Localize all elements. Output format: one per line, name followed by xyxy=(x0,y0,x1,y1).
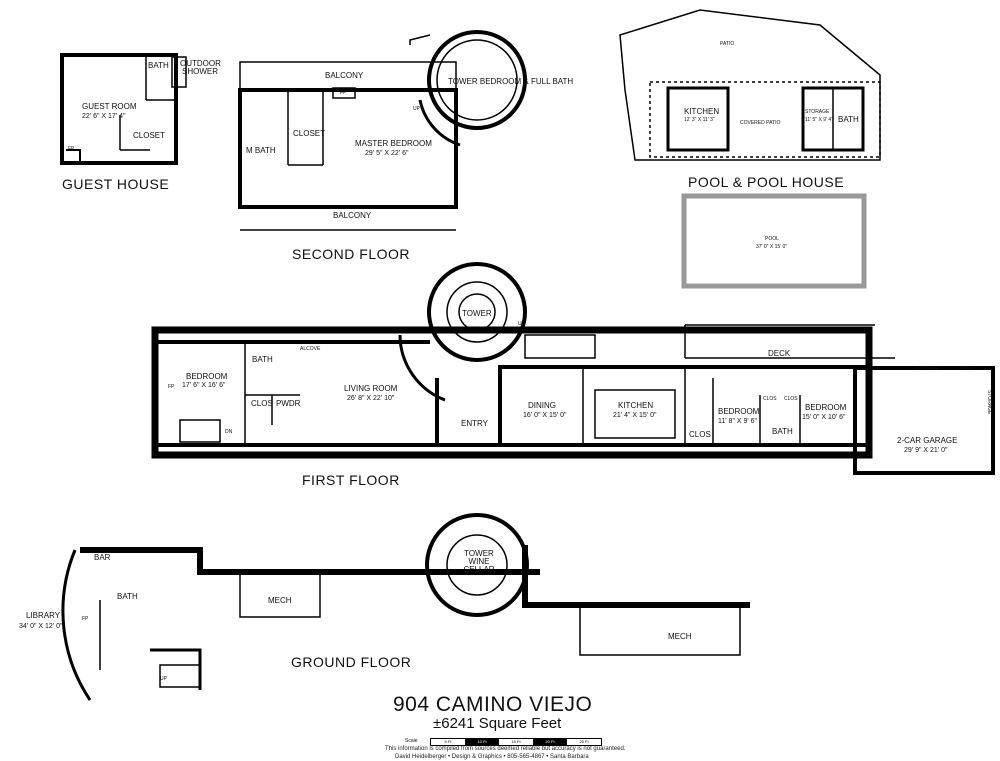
pool-storage-label: STORAGE xyxy=(805,109,830,115)
square-footage: ±6241 Square Feet xyxy=(433,715,562,732)
master-bedroom-label: MASTER BEDROOM xyxy=(355,139,432,148)
mech-room-1-label: MECH xyxy=(268,596,292,605)
garage-side-storage-label: STORAGE xyxy=(986,390,992,415)
first-closet-label: CLOS xyxy=(251,399,273,408)
credit-text: David Heidelberger • Design & Graphics •… xyxy=(395,754,589,760)
second-floor-heading: SECOND FLOOR xyxy=(292,246,411,262)
guest-house-plan xyxy=(60,53,187,165)
kitchen-label: KITCHEN xyxy=(618,401,654,410)
ground-floor-up-label: UP xyxy=(160,676,167,682)
ground-floor-heading: GROUND FLOOR xyxy=(291,654,412,670)
bedroom-closet-b-label: CLOS xyxy=(784,396,798,402)
first-floor-up-label: UP xyxy=(518,321,525,327)
guest-house-heading: GUEST HOUSE xyxy=(62,176,170,192)
dining-dimensions: 16' 0" X 15' 0" xyxy=(523,412,567,419)
first-floor-heading: FIRST FLOOR xyxy=(302,472,400,488)
scale-tick: 5 Ft xyxy=(431,739,465,745)
living-room-dimensions: 26' 8" X 22' 10" xyxy=(347,395,395,402)
covered-patio-label: COVERED PATIO xyxy=(740,120,781,126)
pool-kitchen-label: KITCHEN xyxy=(684,107,720,116)
pool-bath-label: BATH xyxy=(838,115,859,124)
scale-tick: 15 Ft xyxy=(499,739,533,745)
entry-label: ENTRY xyxy=(461,419,488,428)
first-bedroom-dimensions: 17' 6" X 16' 6" xyxy=(182,382,226,389)
master-bedroom-dimensions: 29' 5" X 22' 6" xyxy=(365,150,409,157)
pool-label: POOL xyxy=(765,236,779,242)
pool-house-plan xyxy=(619,9,881,289)
balcony-bottom-label: BALCONY xyxy=(333,211,372,220)
library-dimensions: 34' 0" X 12' 0" xyxy=(19,623,63,630)
guest-bath-label: BATH xyxy=(148,61,169,70)
garage-storage-label: STORAGE xyxy=(914,366,939,372)
garage-label: 2-CAR GARAGE xyxy=(897,436,958,445)
tower-wine-cellar-label: TOWER WINE CELLAR xyxy=(463,549,495,574)
tower-bedroom-label: TOWER BEDROOM & FULL BATH xyxy=(448,77,574,86)
balcony-top-label: BALCONY xyxy=(325,71,364,80)
mech-room-2-label: MECH xyxy=(668,632,692,641)
library-label: LIBRARY xyxy=(26,611,61,620)
deck-label: DECK xyxy=(768,349,791,358)
kitchen-closet-label: CLOS xyxy=(689,430,711,439)
patio-label: PATIO xyxy=(720,41,735,47)
ground-floor-fp-label: FP xyxy=(82,616,89,622)
master-bath-label: M BATH xyxy=(246,146,276,155)
guest-room-dimensions: 22' 6" X 17' 4" xyxy=(82,113,126,120)
ground-floor-plan xyxy=(61,513,750,701)
disclaimer-text: This information is compiled from source… xyxy=(385,746,626,752)
ground-bath-label: BATH xyxy=(117,592,138,601)
living-room-label: LIVING ROOM xyxy=(344,384,398,393)
guest-room-label: GUEST ROOM xyxy=(82,102,137,111)
scale-tick: 20 Ft xyxy=(533,739,567,745)
first-floor-fp-label: FP xyxy=(168,384,175,390)
third-bedroom-label: BEDROOM xyxy=(805,403,847,412)
scale-tick: 10 Ft xyxy=(465,739,499,745)
scale-bar: 5 Ft 10 Ft 15 Ft 20 Ft 25 Ft xyxy=(430,738,602,746)
first-floor-plan xyxy=(151,262,995,475)
third-bedroom-dimensions: 15' 0" X 10' 6" xyxy=(802,414,846,421)
first-floor-bath-label: BATH xyxy=(252,355,273,364)
outdoor-shower-label: OUTDOOR SHOWER xyxy=(180,59,221,76)
garage-stor-label: STOR xyxy=(960,366,974,372)
alcove-label: ALCOVE xyxy=(300,346,321,352)
second-floor-up-label: UP xyxy=(413,106,420,112)
pool-kitchen-dimensions: 12' 3" X 11' 3" xyxy=(684,117,715,123)
property-address: 904 CAMINO VIEJO xyxy=(393,693,593,716)
first-bedroom-label: BEDROOM xyxy=(186,372,228,381)
pool-storage-dimensions: 11' 5" X 9' 4" xyxy=(805,117,833,123)
kitchen-dimensions: 21' 4" X 15' 0" xyxy=(613,412,657,419)
second-floor-closet-label: CLOSET xyxy=(293,129,326,138)
garage-dimensions: 29' 9" X 21' 0" xyxy=(904,447,948,454)
guest-closet-label: CLOSET xyxy=(133,131,166,140)
powder-room-label: PWDR xyxy=(276,399,301,408)
scale-label: Scale xyxy=(405,738,418,744)
first-floor-down-label: DN xyxy=(225,429,233,435)
second-floor-plan xyxy=(238,30,527,231)
first-floor-bath2-label: BATH xyxy=(772,427,793,436)
bar-label: BAR xyxy=(94,553,111,562)
second-floor-fp-label: FP xyxy=(340,90,347,96)
second-bedroom-dimensions: 11' 8" X 9' 6" xyxy=(718,418,758,425)
guest-fp-label: FP xyxy=(68,146,75,152)
dining-label: DINING xyxy=(528,401,556,410)
first-floor-tower-label: TOWER xyxy=(462,309,492,318)
pool-house-heading: POOL & POOL HOUSE xyxy=(688,174,845,190)
scale-tick: 25 Ft xyxy=(567,739,601,745)
pool-dimensions: 37' 0" X 15' 0" xyxy=(756,244,788,250)
second-bedroom-label: BEDROOM xyxy=(718,407,760,416)
bedroom-closet-a-label: CLOS xyxy=(763,396,777,402)
